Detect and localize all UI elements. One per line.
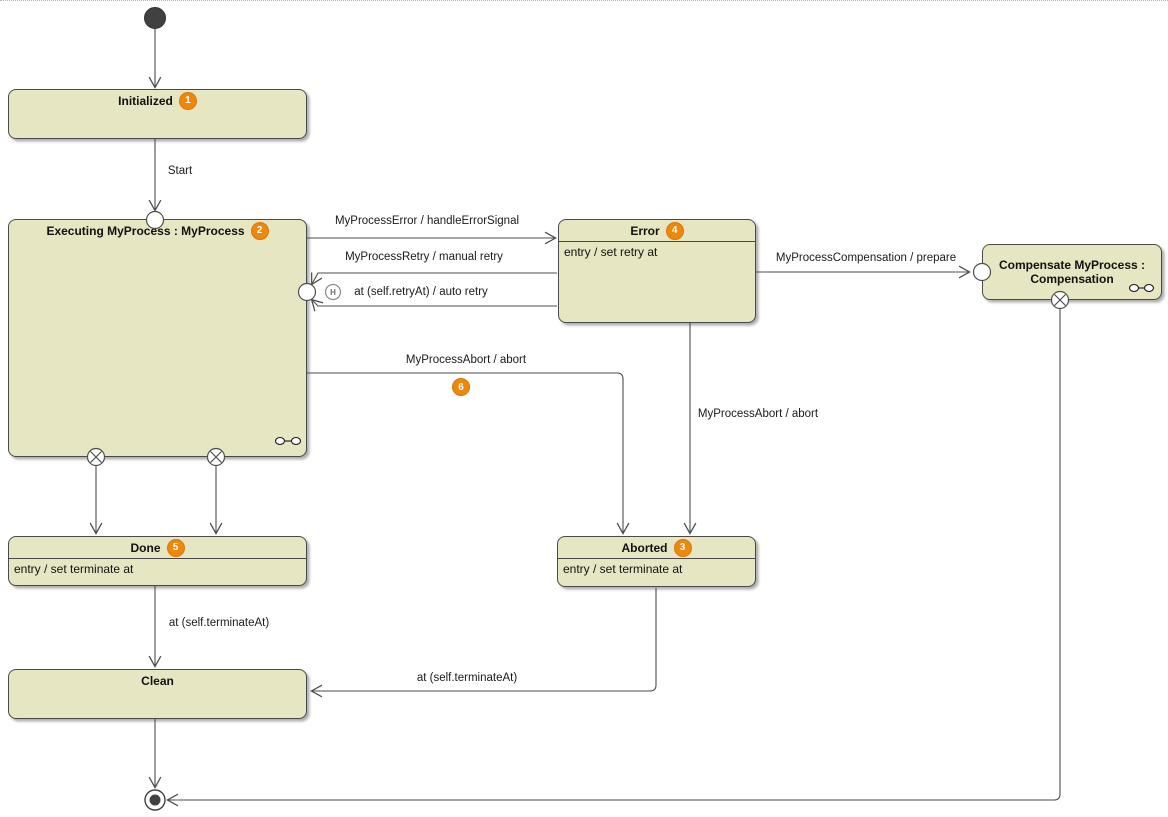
step-badge: 1	[178, 91, 197, 110]
step-badge: 5	[166, 538, 185, 557]
svg-text:H: H	[330, 288, 336, 297]
state-executing-myprocess[interactable]: Executing MyProcess : MyProcess 2	[8, 219, 307, 457]
transition-label-error: MyProcessError / handleErrorSignal	[334, 215, 520, 227]
state-title-row: Error 4	[559, 220, 755, 242]
state-title-row: Aborted 3	[558, 537, 755, 559]
transition-abort-from-executing	[307, 372, 630, 535]
transition-label-terminate-aborted: at (self.terminateAt)	[416, 672, 518, 684]
state-entry-action: entry / set terminate at	[563, 562, 683, 576]
transition-auto-retry	[310, 298, 557, 312]
state-aborted[interactable]: Aborted 3 entry / set terminate at	[557, 536, 756, 587]
transition-label-compensation: MyProcessCompensation / prepare	[775, 252, 957, 264]
state-title: Executing MyProcess : MyProcess	[46, 223, 245, 238]
state-entry-action: entry / set retry at	[564, 245, 658, 259]
transition-label-terminate-done: at (self.terminateAt)	[168, 617, 270, 629]
transition-label-start: Start	[167, 165, 193, 177]
state-title: Initialized	[118, 93, 173, 108]
transition-label-abort-executing: MyProcessAbort / abort	[405, 354, 527, 366]
state-title-row: Clean	[9, 670, 306, 691]
step-badge: 2	[250, 221, 269, 240]
transition-label-manual-retry: MyProcessRetry / manual retry	[345, 251, 503, 263]
state-title: Error	[630, 223, 660, 238]
state-clean[interactable]: Clean	[8, 669, 307, 719]
step-badge: 6	[452, 378, 470, 396]
step-badge: 4	[665, 221, 684, 240]
initial-state-icon	[144, 7, 166, 29]
state-title: Aborted	[621, 540, 668, 555]
state-initialized[interactable]: Initialized 1	[8, 89, 307, 139]
transition-manual-retry	[310, 272, 557, 286]
state-title: Done	[130, 540, 161, 555]
transition-label-auto-retry: at (self.retryAt) / auto retry	[354, 286, 488, 298]
state-error[interactable]: Error 4 entry / set retry at	[558, 219, 756, 323]
state-title-row: Done 5	[9, 537, 306, 559]
history-icon: H	[324, 283, 342, 301]
state-entry-action: entry / set terminate at	[14, 562, 134, 576]
state-title-row: Initialized 1	[9, 90, 306, 111]
state-title: Clean	[141, 673, 174, 688]
state-done[interactable]: Done 5 entry / set terminate at	[8, 536, 307, 586]
state-compensate-myprocess[interactable]: Compensate MyProcess : Compensation	[982, 244, 1162, 300]
transition-label-abort-error: MyProcessAbort / abort	[697, 408, 819, 420]
state-title-row: Executing MyProcess : MyProcess 2	[9, 220, 306, 241]
step-badge: 3	[673, 538, 692, 557]
state-title: Compensate MyProcess : Compensation	[998, 257, 1146, 286]
final-state-icon	[144, 789, 166, 811]
